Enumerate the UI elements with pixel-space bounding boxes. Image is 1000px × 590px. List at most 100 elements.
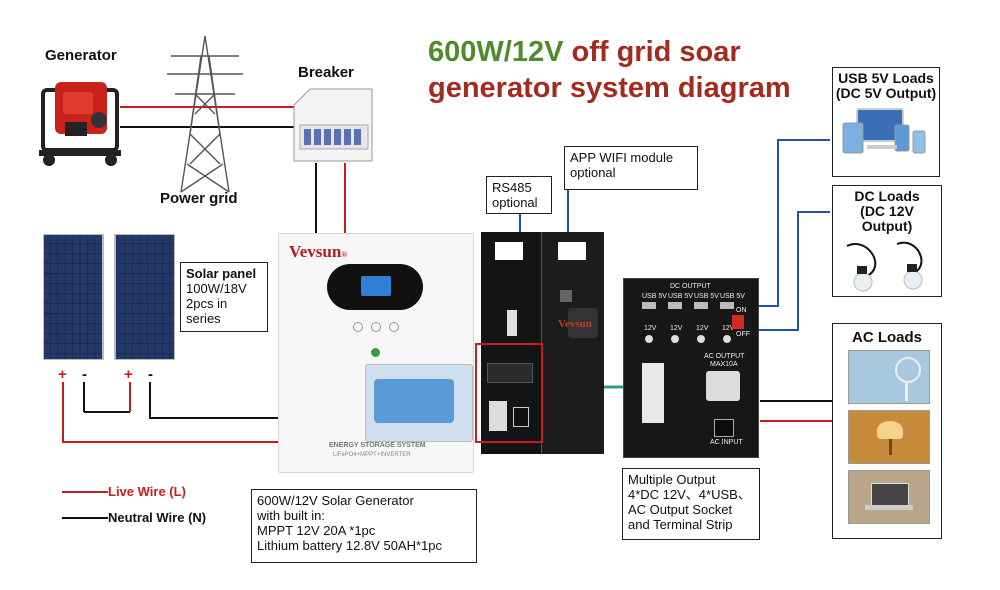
- unit-brand-logo: Vevsun®: [289, 242, 347, 262]
- breaker-switch-back[interactable]: [507, 310, 517, 336]
- dc-port-1[interactable]: [645, 335, 653, 343]
- power-grid-label: Power grid: [160, 190, 238, 207]
- solar-generator-unit: Vevsun® ENERGY STORAGE SYSTEM LiFePO4+MP…: [278, 233, 474, 473]
- unit-back-right: Vevsun: [541, 232, 604, 454]
- generator-image: [39, 82, 121, 166]
- switch-on-label: ON: [736, 307, 747, 314]
- title-power-rating: 600W/12V: [428, 36, 564, 68]
- wifi-module-label: APP WIFI module: [570, 150, 674, 165]
- unit-button-3[interactable]: [389, 322, 399, 332]
- usb-port-2[interactable]: [668, 302, 682, 309]
- wifi-module-optional: optional: [570, 165, 616, 180]
- usb-loads-subtitle: (DC 5V Output): [835, 85, 937, 101]
- output-info-line3: AC Output Socket: [628, 502, 733, 517]
- breaker-image: [293, 88, 373, 162]
- ports-highlight: [475, 343, 543, 443]
- output-info-line2: 4*DC 12V、4*USB、: [628, 487, 751, 502]
- solar-positive-wire: [62, 382, 278, 443]
- usb-port-4[interactable]: [720, 302, 734, 309]
- ac-input-label: AC INPUT: [710, 439, 743, 446]
- diagram-title-line2: generator system diagram: [428, 72, 791, 104]
- dc-label-1: 12V: [644, 325, 657, 332]
- ac-load-laptop-image: [848, 470, 930, 524]
- dc-port-2[interactable]: [671, 335, 679, 343]
- generator-label: Generator: [45, 47, 117, 64]
- usb-label-4: USB 5V: [720, 293, 745, 300]
- usb-label-2: USB 5V: [668, 293, 693, 300]
- unit-battery-window: [365, 364, 473, 442]
- output-info-box: Multiple Output 4*DC 12V、4*USB、 AC Outpu…: [622, 468, 760, 540]
- dc-loads-subtitle: (DC 12V Output): [860, 203, 914, 234]
- legend-live-label: Live Wire (L): [108, 484, 186, 499]
- handle-slot-right: [558, 242, 586, 260]
- rs485-label: RS485: [492, 180, 532, 195]
- solar-panel-spec: 100W/18V: [186, 281, 247, 296]
- ac-load-fan-image: [848, 350, 930, 404]
- ac-loads-title: AC Loads: [851, 329, 922, 346]
- solar-panel-info-box: Solar panel 100W/18V 2pcs in series: [180, 262, 268, 332]
- solar-panels-image: [43, 234, 175, 360]
- lithium-battery-pack: [374, 379, 454, 423]
- dc-label-4: 12V: [722, 325, 735, 332]
- unit-brand-trademark: ®: [341, 250, 348, 259]
- dc-loads-box: DC Loads (DC 12V Output): [832, 185, 942, 297]
- back-brand-logo: Vevsun: [558, 318, 592, 330]
- lamp-icon: [877, 421, 903, 439]
- dc-loads-title: DC Loads: [854, 188, 920, 204]
- dc-output-label: DC OUTPUT: [670, 283, 711, 290]
- dc-port-3[interactable]: [697, 335, 705, 343]
- dc-power-switch[interactable]: [732, 315, 744, 329]
- solar-pole-plus-1: +: [58, 366, 67, 383]
- dc-bulbs-image: [846, 241, 923, 292]
- terminal-block: [489, 401, 507, 431]
- terminal-strip: [642, 363, 664, 423]
- handle-slot-left: [495, 242, 523, 260]
- fan-icon: [895, 357, 921, 383]
- unit-panel-subtitle: LiFePO4+MPPT+INVERTER: [333, 452, 411, 458]
- dc-label-3: 12V: [696, 325, 709, 332]
- solar-panel-title: Solar panel: [186, 266, 257, 281]
- port-strip: [487, 363, 533, 383]
- output-info-line1: Multiple Output: [628, 472, 716, 487]
- usb-port-3[interactable]: [694, 302, 708, 309]
- ac-output-label: AC OUTPUT: [704, 353, 745, 360]
- output-info-line4: and Terminal Strip: [628, 517, 733, 532]
- fan-vent: [568, 308, 598, 338]
- solar-panel-qty: 2pcs in: [186, 296, 228, 311]
- solar-pole-plus-2: +: [124, 366, 133, 383]
- unit-power-indicator: [371, 348, 380, 357]
- generator-spec-line2: with built in:: [257, 508, 325, 523]
- title-text: off grid soar: [563, 36, 741, 68]
- dc-port-4[interactable]: [723, 335, 731, 343]
- legend-neutral-label: Neutral Wire (N): [108, 510, 207, 525]
- generator-spec-line4: Lithium battery 12.8V 50AH*1pc: [257, 538, 442, 553]
- diagram-title-line1: 600W/12V off grid soar: [428, 36, 741, 69]
- lamp-stand: [889, 439, 892, 455]
- ac-loads-box: AC Loads: [832, 323, 942, 539]
- unit-lcd-screen: [361, 276, 391, 296]
- usb-label-3: USB 5V: [694, 293, 719, 300]
- solar-panel-wiring: series: [186, 311, 221, 326]
- ac-input-socket[interactable]: [714, 419, 734, 437]
- solar-negative-wire: [149, 382, 278, 419]
- generator-spec-line1: 600W/12V Solar Generator: [257, 493, 414, 508]
- solar-pole-minus-2: -: [148, 366, 153, 383]
- ac-socket-back: [513, 407, 529, 427]
- wifi-port[interactable]: [560, 290, 572, 302]
- generator-spec-line3: MPPT 12V 20A *1pc: [257, 523, 376, 538]
- laptop-base: [865, 505, 913, 510]
- solar-pole-minus-1: -: [82, 366, 87, 383]
- unit-button-1[interactable]: [353, 322, 363, 332]
- usb-port-1[interactable]: [642, 302, 656, 309]
- unit-panel-title: ENERGY STORAGE SYSTEM: [329, 442, 426, 449]
- ac-load-lamp-image: [848, 410, 930, 464]
- ac-output-socket[interactable]: [706, 371, 740, 401]
- unit-button-2[interactable]: [371, 322, 381, 332]
- laptop-icon: [871, 483, 909, 507]
- dc-load-wire: [750, 211, 830, 331]
- rs485-box: RS485 optional: [486, 176, 552, 214]
- usb-load-wire: [750, 139, 830, 307]
- fan-stand: [905, 381, 908, 401]
- wifi-module-box: APP WIFI module optional: [564, 146, 698, 190]
- generator-spec-box: 600W/12V Solar Generator with built in: …: [251, 489, 477, 563]
